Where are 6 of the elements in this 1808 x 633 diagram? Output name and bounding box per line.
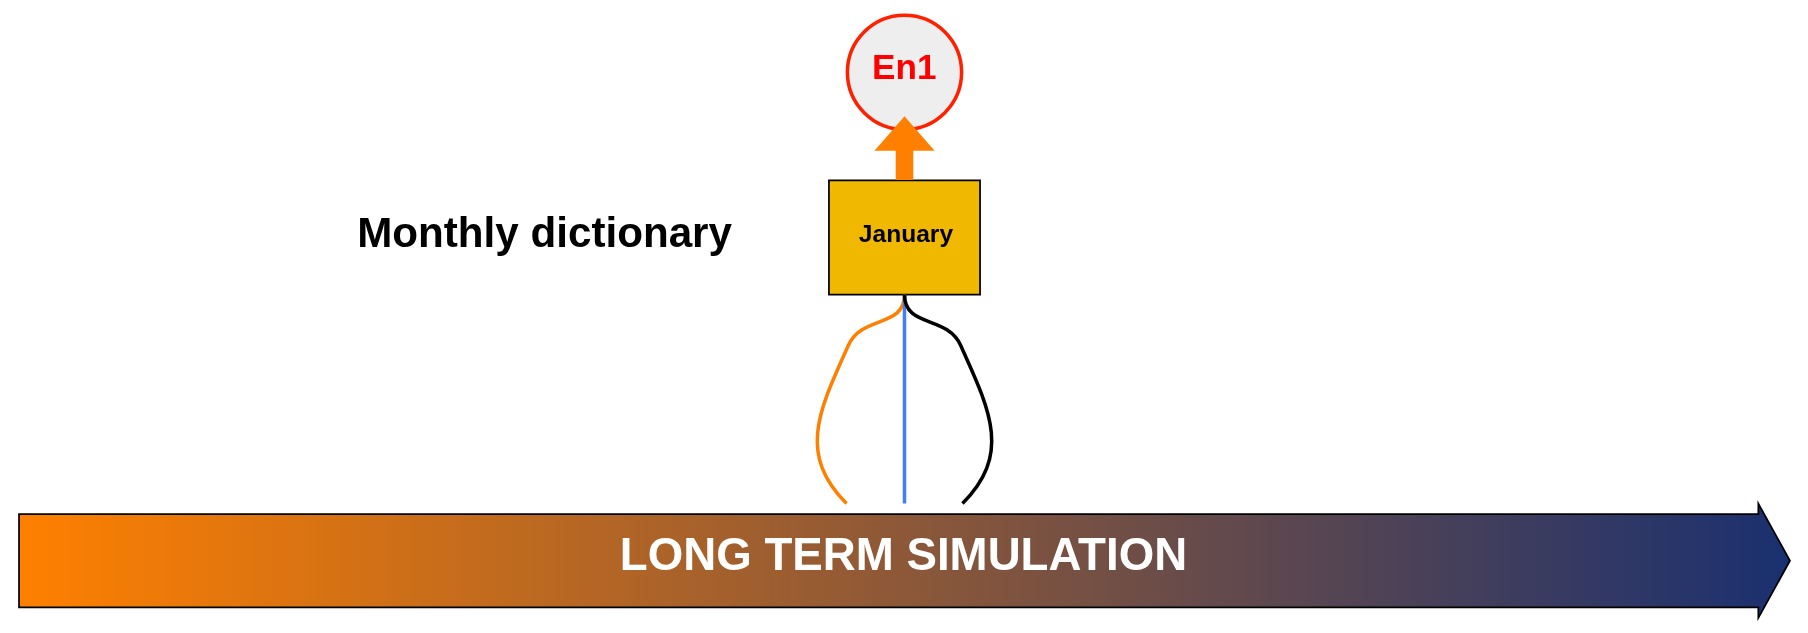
node-label: Monthly dictionary [356, 208, 732, 256]
node-box: January [827, 179, 981, 296]
node-circle: En1 [845, 13, 963, 132]
arrow [873, 116, 935, 180]
connector [902, 294, 993, 505]
connector [815, 294, 906, 505]
